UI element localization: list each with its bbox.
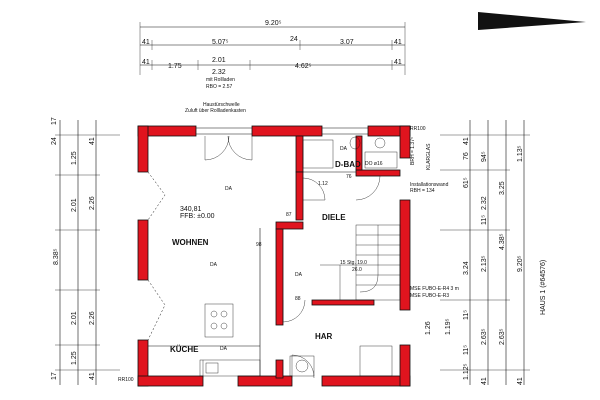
dim-right-41: 41 — [394, 39, 402, 46]
dim-r-438: 4.38⁵ — [499, 233, 506, 250]
left-dimension-chains: 17 24 1.25 41 2.01 2.26 8.38⁵ 2.01 2.26 … — [51, 117, 120, 385]
stairs-label: 15 Stg. 19.0 — [340, 260, 367, 266]
dim-r-232: 2.32 — [481, 196, 488, 210]
dim-r-263a: 2.63⁵ — [481, 328, 488, 345]
dim-v838: 8.38⁵ — [53, 248, 60, 265]
staircase — [320, 224, 401, 301]
note-zuluft: Zuluft über Rollladenkasten — [185, 108, 246, 114]
outer-walls — [137, 125, 411, 387]
da-label-2: DA — [210, 262, 218, 268]
dim-r-324: 3.24 — [463, 261, 470, 275]
north-arrow-icon — [478, 12, 586, 30]
dim-r-61: 61⁵ — [463, 177, 470, 188]
dim-r-213: 2.13⁵ — [481, 255, 488, 272]
dim-v201a: 2.01 — [71, 198, 78, 212]
dim-r-112: 1.12⁵ — [463, 363, 470, 380]
dim-r-41d: 41 — [517, 377, 524, 385]
label-klarglas: KLARGLAS — [426, 143, 432, 170]
window-note: mit Rollladen — [206, 77, 235, 83]
dim-r-41: 41 — [463, 137, 470, 145]
house-label: HAUS 1 (#64576) — [540, 260, 547, 315]
msb-label-2: MSE FUBO-E-R3 — [410, 293, 449, 299]
dim-r-119: 1.19⁵ — [445, 318, 452, 335]
dim-overall-width: 9.20⁵ — [265, 20, 282, 27]
window-rbo: RBO = 2.57 — [206, 84, 232, 90]
br112-label: 1.12 — [318, 181, 328, 187]
room-dbad: D-BAD — [335, 160, 361, 169]
dim-mid-24: 24 — [290, 36, 298, 43]
dim-seg4: 2.01 — [212, 57, 226, 64]
dim-v41a: 41 — [89, 137, 96, 145]
dim-v41b: 41 — [89, 372, 96, 380]
dim-v17b: 17 — [51, 372, 58, 380]
dim-row3-left: 41 — [142, 59, 150, 66]
installationswand-label: Installationswand — [410, 182, 449, 188]
dim-r-325: 3.25 — [499, 181, 506, 195]
do-label: DO ø16 — [365, 161, 383, 167]
br87-label: 87 — [286, 212, 292, 218]
room-wohnen: WOHNEN — [172, 238, 209, 247]
ffb-label: FFB: ±0.00 — [180, 213, 215, 220]
dim-r-126: 1.26 — [425, 321, 432, 335]
dim-window-width: 2.32 — [212, 69, 226, 76]
br98-label: 98 — [256, 242, 262, 248]
msb-label: MSE FUBO-E-R4 3 m — [410, 286, 459, 292]
room-har: HAR — [315, 332, 333, 341]
da-label-1: DA — [225, 186, 233, 192]
note-haustuerschwelle: Haustürschwelle — [203, 102, 240, 108]
da-label-3: DA — [220, 346, 228, 352]
dim-r-920: 9.20⁵ — [517, 255, 524, 272]
dim-v125: 1.25 — [71, 151, 78, 165]
room-kueche: KÜCHE — [170, 345, 199, 354]
rr100-bottom-left: RR100 — [118, 377, 134, 383]
living-area-label: 340,81 — [180, 206, 202, 213]
label-rr100-top: RR100 — [410, 126, 426, 132]
kitchen-furniture — [199, 303, 261, 377]
dim-r-11a: 11⁵ — [481, 215, 488, 225]
dim-r-113: 1.13⁵ — [517, 145, 524, 162]
dim-v201b: 2.01 — [71, 311, 78, 325]
dim-seg2: 3.07 — [340, 39, 354, 46]
dim-seg3: 1.75 — [168, 63, 182, 70]
top-dimension-chains: 9.20⁵ 41 5.07⁵ 24 3.07 41 41 1.75 2.01 4… — [139, 20, 406, 90]
room-diele: DIELE — [322, 213, 346, 222]
label-brh: BRH = 1.37⁵ — [410, 137, 416, 165]
da-label-5: DA — [340, 146, 348, 152]
dim-r-41c: 41 — [481, 377, 488, 385]
dbad-area: 76 — [346, 174, 352, 180]
right-dimension-chains: RR100 BRH = 1.37⁵ KLARGLAS 41 1.13⁵ 76 9… — [410, 120, 547, 385]
har-area: 88 — [295, 296, 301, 302]
dim-r-263b: 2.63⁵ — [499, 328, 506, 345]
dim-v226a: 2.26 — [89, 196, 96, 210]
dim-r-11b: 11⁵ — [463, 310, 470, 320]
har-appliances — [289, 345, 393, 377]
dim-v125b: 1.25 — [71, 351, 78, 365]
dim-r-11c: 11⁵ — [463, 345, 470, 355]
dim-v226b: 2.26 — [89, 311, 96, 325]
bathroom-fixtures — [302, 136, 398, 169]
stairs-label-2: 26.0 — [352, 267, 362, 273]
dim-seg5: 4.62⁵ — [295, 63, 312, 70]
rbh-label: RBH = 134 — [410, 188, 435, 194]
dim-r-76: 76 — [463, 152, 470, 160]
dim-v17: 17 — [51, 117, 58, 125]
dim-seg1: 5.07⁵ — [212, 39, 229, 46]
dim-v24: 24 — [51, 137, 58, 145]
dim-left-41: 41 — [142, 39, 150, 46]
dim-row3-right: 41 — [394, 59, 402, 66]
da-label-4: DA — [295, 272, 303, 278]
dim-r-94: 94⁵ — [481, 151, 488, 162]
